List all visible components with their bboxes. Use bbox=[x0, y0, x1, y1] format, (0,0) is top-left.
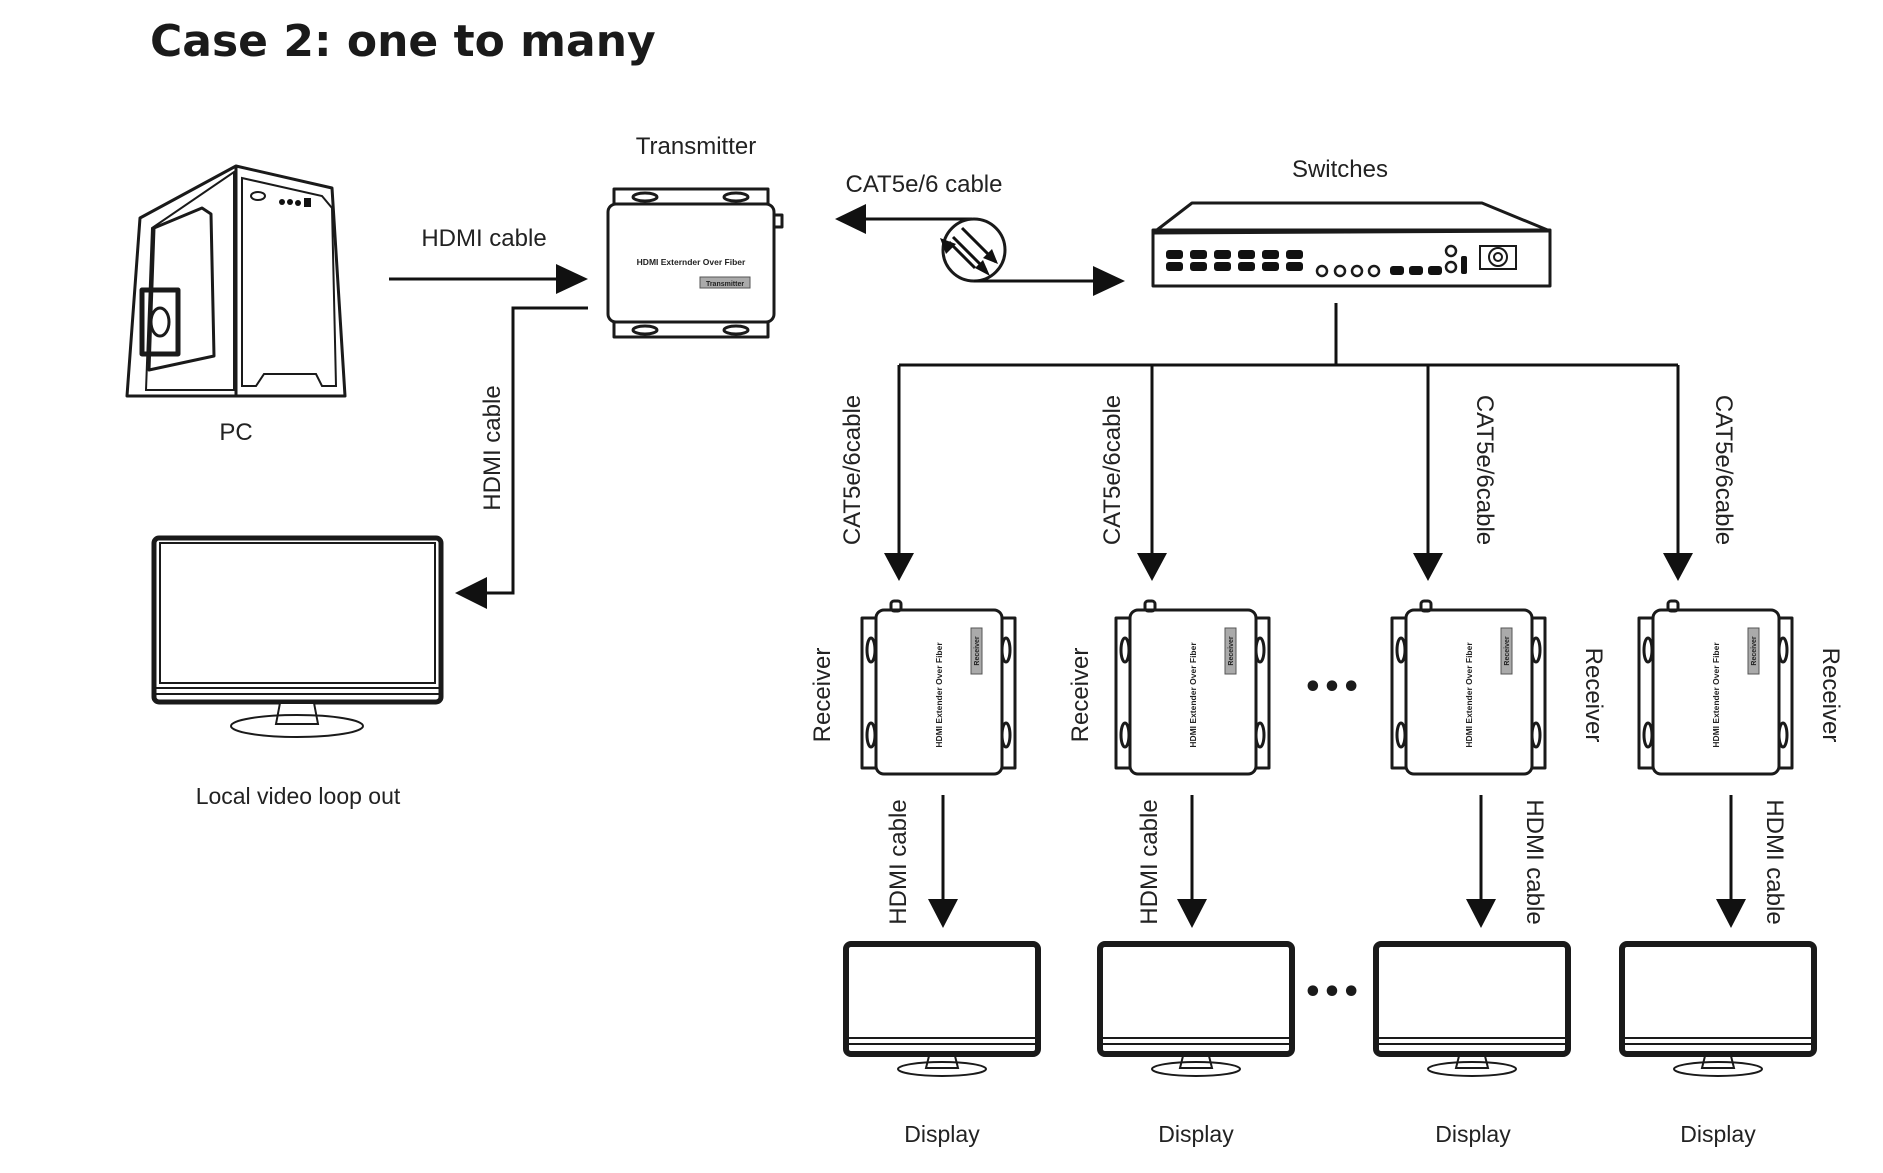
cat-cable-label-transmitter: CAT5e/6 cable bbox=[846, 171, 1003, 198]
receiver-label: Receiver bbox=[1067, 648, 1094, 743]
arrow-head-icon bbox=[1663, 553, 1693, 581]
display-label: Display bbox=[1680, 1121, 1756, 1147]
transmitter-label: Transmitter bbox=[636, 133, 756, 160]
cat-cable-transmitter-to-switch bbox=[835, 204, 1125, 296]
hdmi-cable-transmitter-to-local bbox=[455, 306, 588, 609]
receiver-device: HDMI Extender Over Fiber Receiver bbox=[860, 599, 1017, 776]
switch-port-icon bbox=[1262, 262, 1279, 271]
receiver-label: Receiver bbox=[1817, 648, 1844, 743]
switch-port-icon bbox=[1238, 262, 1255, 271]
switch-port-icon bbox=[1190, 250, 1207, 259]
display-monitor-icon bbox=[1097, 941, 1295, 1077]
receiver-device-text: HDMI Extender Over Fiber bbox=[934, 642, 944, 748]
hdmi-cable-label: HDMI cable bbox=[885, 799, 912, 924]
switch-label: Switches bbox=[1292, 156, 1388, 183]
receiver-device: HDMI Extender Over Fiber Receiver bbox=[1114, 599, 1271, 776]
receiver-label: Receiver bbox=[809, 648, 836, 743]
hdmi-cable-pc-to-transmitter bbox=[389, 264, 588, 294]
diagram-title: Case 2: one to many bbox=[150, 16, 656, 67]
display-label: Display bbox=[1158, 1121, 1234, 1147]
hdmi-cable-label: HDMI cable bbox=[1521, 799, 1548, 924]
display-label: Display bbox=[1435, 1121, 1511, 1147]
display-ellipsis: ••• bbox=[1303, 975, 1361, 1010]
receiver-label: Receiver bbox=[1580, 648, 1607, 743]
receiver-device: HDMI Extender Over Fiber Receiver bbox=[1390, 599, 1547, 776]
hdmi-cable-label: HDMI cable bbox=[1136, 799, 1163, 924]
arrow-head-icon bbox=[1716, 899, 1746, 928]
transmitter-device-text: HDMI Externder Over Fiber bbox=[637, 257, 746, 267]
receiver-device: HDMI Extender Over Fiber Receiver bbox=[1637, 599, 1794, 776]
arrow-head-icon bbox=[928, 899, 958, 928]
switch-port-icon bbox=[1166, 250, 1183, 259]
hdmi-cable-label-local: HDMI cable bbox=[479, 385, 506, 510]
switch-port-icon bbox=[1238, 250, 1255, 259]
transmitter-badge: Transmitter bbox=[706, 281, 744, 288]
arrow-head-icon bbox=[1413, 553, 1443, 581]
switch-port-icon bbox=[1214, 250, 1231, 259]
display-monitor-icon bbox=[1619, 941, 1817, 1077]
switch-port-icon bbox=[1190, 262, 1207, 271]
receiver-badge: Receiver bbox=[974, 636, 981, 665]
switch-port-icon bbox=[1214, 262, 1231, 271]
network-switch-icon bbox=[1151, 201, 1552, 288]
cat-cable-label: CAT5e/6cable bbox=[1471, 395, 1498, 545]
receiver-device-text: HDMI Extender Over Fiber bbox=[1711, 642, 1721, 748]
arrow-head-icon bbox=[455, 577, 487, 609]
arrow-head-icon bbox=[1093, 266, 1125, 296]
switch-port-icon bbox=[1262, 250, 1279, 259]
arrow-head-icon bbox=[556, 264, 588, 294]
arrow-head-icon bbox=[835, 204, 866, 234]
cat-cable-label: CAT5e/6cable bbox=[1710, 395, 1737, 545]
hdmi-cable-label-pc: HDMI cable bbox=[421, 225, 546, 252]
pc-label: PC bbox=[219, 419, 252, 446]
receiver-badge: Receiver bbox=[1504, 636, 1511, 665]
transmitter-device: HDMI Externder Over Fiber Transmitter bbox=[606, 187, 784, 339]
arrow-head-icon bbox=[884, 553, 914, 581]
receiver-device-text: HDMI Extender Over Fiber bbox=[1188, 642, 1198, 748]
receiver-ellipsis: ••• bbox=[1303, 670, 1361, 705]
switch-port-icon bbox=[1286, 250, 1303, 259]
pc-tower-icon bbox=[125, 164, 347, 398]
switch-port-icon bbox=[1286, 262, 1303, 271]
display-label: Display bbox=[904, 1121, 980, 1147]
arrow-head-icon bbox=[1177, 899, 1207, 928]
arrow-head-icon bbox=[1137, 553, 1167, 581]
switch-port-icon bbox=[1166, 262, 1183, 271]
local-monitor-icon bbox=[151, 535, 444, 738]
switch-distribution-bus bbox=[899, 303, 1678, 367]
display-monitor-icon bbox=[1373, 941, 1571, 1077]
local-monitor-label: Local video loop out bbox=[196, 783, 401, 809]
hdmi-cable-label: HDMI cable bbox=[1761, 799, 1788, 924]
receiver-device-text: HDMI Extender Over Fiber bbox=[1464, 642, 1474, 748]
display-monitor-icon bbox=[843, 941, 1041, 1077]
cat-cable-label: CAT5e/6cable bbox=[1099, 395, 1126, 545]
arrow-head-icon bbox=[1466, 899, 1496, 928]
cat-cable-label: CAT5e/6cable bbox=[839, 395, 866, 545]
receiver-badge: Receiver bbox=[1228, 636, 1235, 665]
receiver-badge: Receiver bbox=[1751, 636, 1758, 665]
